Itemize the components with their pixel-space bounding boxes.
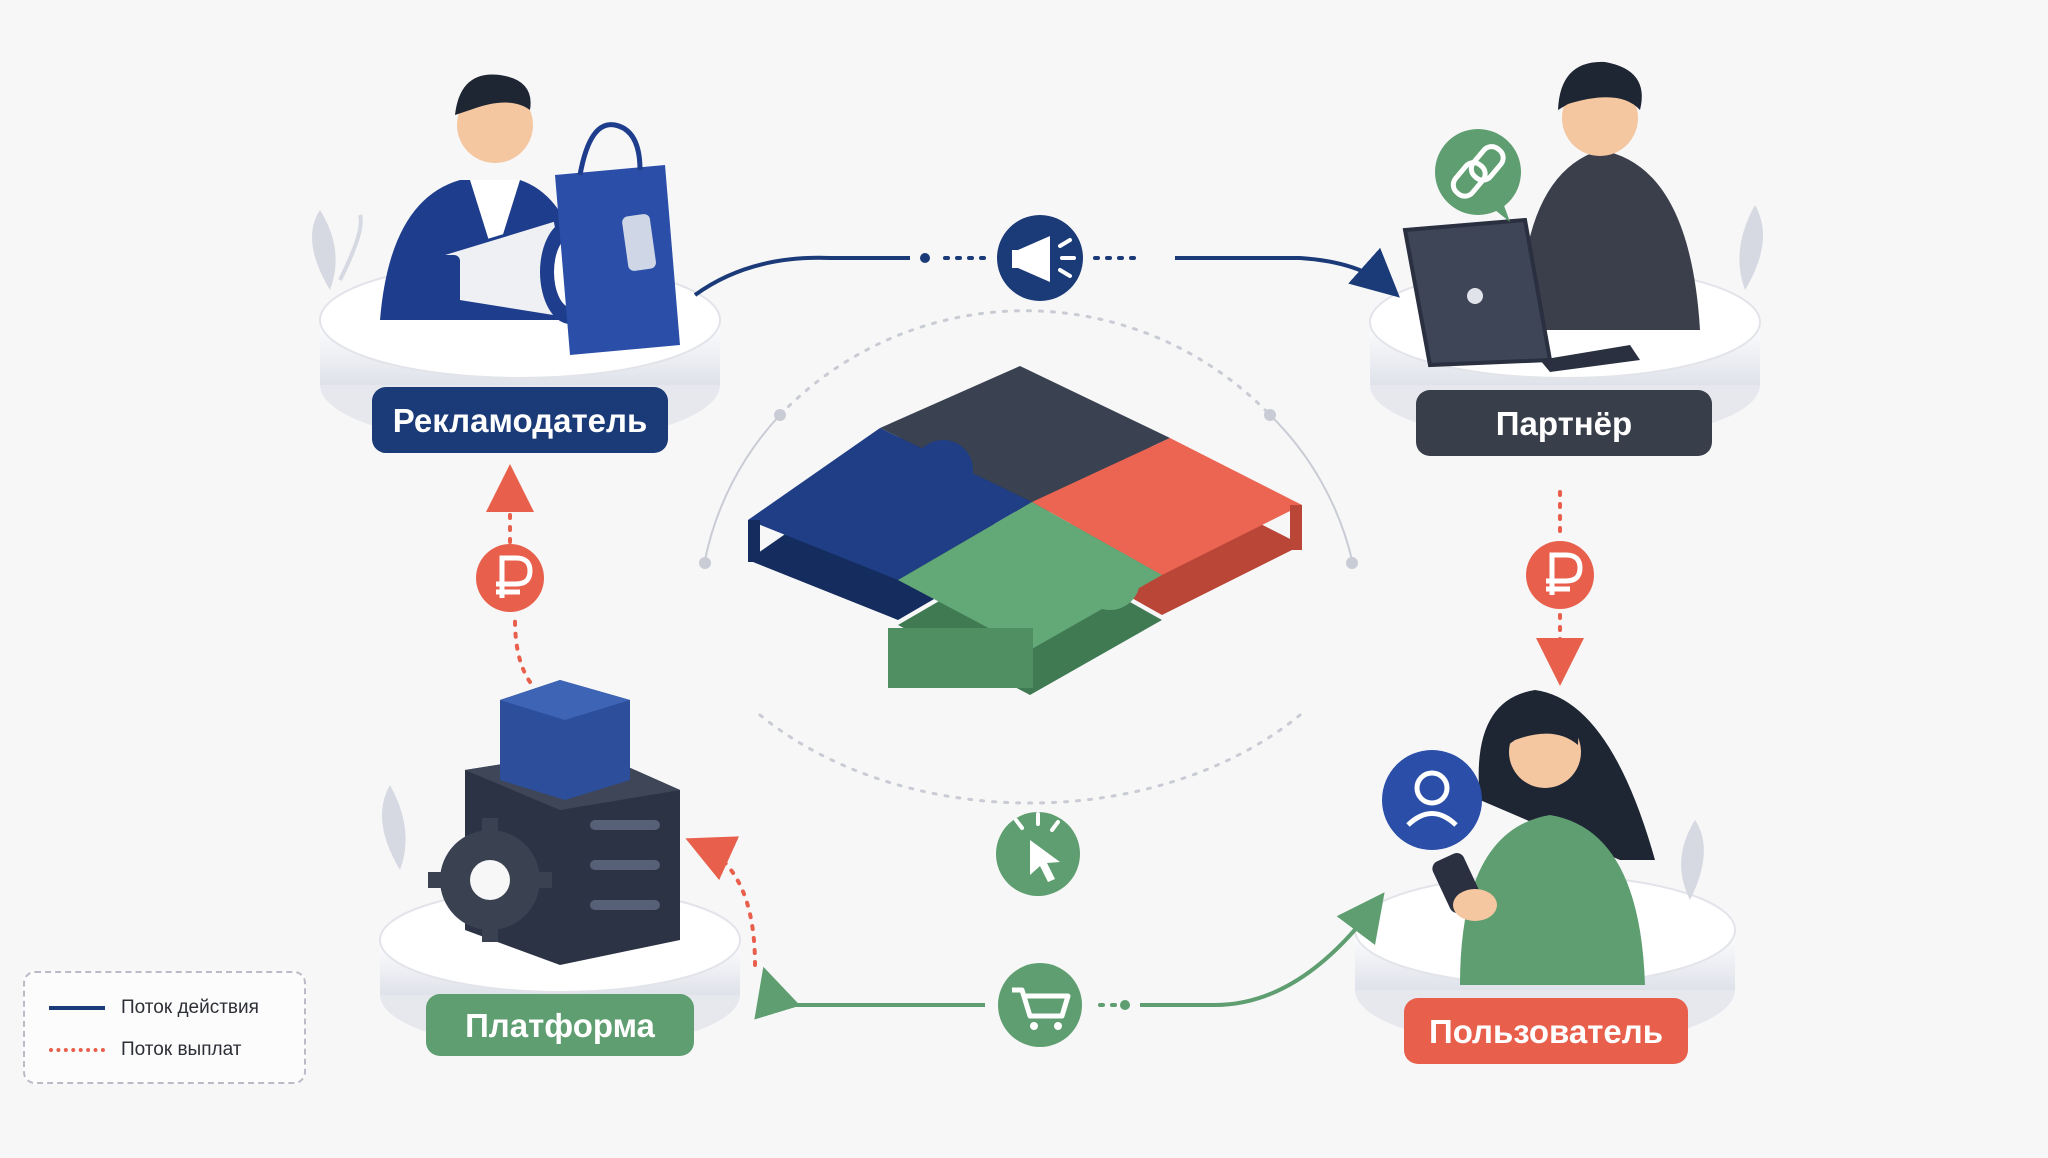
label-platform-bg (426, 994, 694, 1056)
label-user-bg (1404, 998, 1688, 1064)
node-advertiser: Рекламодатель (312, 74, 721, 453)
cube-icon (500, 680, 630, 800)
node-user: Пользователь (1354, 690, 1736, 1064)
label-partner-bg (1416, 390, 1712, 456)
puzzle-piece-green (888, 502, 1162, 695)
laptop-icon (1402, 217, 1640, 372)
legend: Поток действия Поток выплат (23, 971, 306, 1084)
label-advertiser: Рекламодатель (393, 402, 648, 439)
leaf-decoration (1681, 820, 1704, 900)
legend-item-payout: Поток выплат (49, 1039, 241, 1061)
ruble-icon (476, 544, 544, 612)
leaf-decoration (382, 785, 406, 870)
legend-label-payout: Поток выплат (121, 1039, 242, 1060)
leaf-decoration (1739, 205, 1763, 290)
flow-platform-to-advertiser (476, 464, 544, 684)
gear-icon (428, 818, 552, 942)
node-platform: Платформа (379, 680, 741, 1056)
label-user: Пользователь (1429, 1013, 1663, 1050)
user-figure (1432, 690, 1655, 985)
legend-swatch-dotted (49, 1048, 105, 1052)
flow-partner-to-user (1526, 490, 1594, 686)
legend-swatch-solid (49, 1006, 105, 1010)
megaphone-icon (997, 215, 1083, 301)
shopping-cart-icon (998, 963, 1082, 1047)
puzzle-center (748, 366, 1302, 695)
node-partner: Партнёр (1369, 61, 1763, 456)
legend-label-action: Поток действия (121, 997, 259, 1018)
label-partner: Партнёр (1496, 405, 1632, 442)
label-platform: Платформа (465, 1007, 655, 1044)
ruble-icon (1526, 541, 1594, 609)
user-icon (1382, 750, 1482, 850)
cursor-click-icon (996, 812, 1080, 896)
shopping-bag-icon (555, 122, 680, 355)
label-advertiser-bg (372, 387, 668, 453)
leaf-decoration (312, 210, 363, 290)
puzzle-piece-red (1032, 438, 1302, 615)
partner-figure (1520, 61, 1700, 330)
link-icon (1435, 129, 1521, 222)
flow-user-platform (685, 836, 1385, 1047)
legend-item-action: Поток действия (49, 997, 259, 1019)
flow-advertiser-to-partner (693, 215, 1400, 301)
center-ring (699, 309, 1358, 805)
